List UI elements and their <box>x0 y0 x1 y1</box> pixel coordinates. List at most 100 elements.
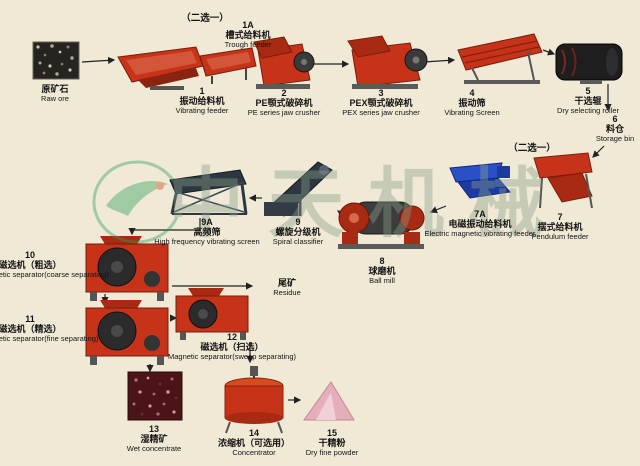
node-name-en: Ball mill <box>369 276 395 286</box>
flow-arrow <box>128 218 201 236</box>
node-name-en: Spiral classifier <box>272 237 324 247</box>
label-magnetic-separator-coarse: 10 磁选机（粗选） Magnetic separator(coarse sep… <box>0 250 109 280</box>
watermark-text: 中天机械 <box>168 162 568 247</box>
node-number: 6 <box>612 114 618 124</box>
node-number: 2 <box>281 88 287 98</box>
node-number: 14 <box>248 428 259 438</box>
node-name-en: Vibrating feeder <box>175 106 229 116</box>
label-vibrating-feeder: 1 振动给料机 Vibrating feeder <box>158 86 246 116</box>
node-name-en: Magnetic separator(fine separating) <box>0 334 99 344</box>
dry-selecting-roller-image <box>555 43 623 84</box>
node-name-cn: 干精粉 <box>318 438 346 449</box>
node-name-cn: PE颚式破碎机 <box>255 98 313 109</box>
node-name-en: Storage bin <box>595 134 635 144</box>
node-number: 5 <box>585 86 591 96</box>
node-number: 8 <box>379 256 385 266</box>
raw-ore-image <box>32 41 80 80</box>
node-name-cn: 磁选机（精选） <box>0 324 62 335</box>
node-number: 1 <box>199 86 205 96</box>
trough-feeder-image <box>199 47 257 84</box>
node-name-en: Dry fine powder <box>305 448 359 458</box>
choose-one-middle: （二选一） <box>508 143 556 154</box>
label-storage-bin: 6 料仓 Storage bin <box>592 114 638 144</box>
node-name-en: Concentrator <box>232 448 276 458</box>
label-residue: 尾矿 Residue <box>256 278 318 297</box>
label-high-frequency-screen: 9A 高频筛 High frequency vibrating screen <box>152 217 262 247</box>
electromagnetic-feeder-image <box>449 162 511 199</box>
node-name-en: PEX series jaw crusher <box>342 108 420 118</box>
logo-swoosh-icon <box>106 180 168 216</box>
wet-concentrate-image <box>127 371 183 421</box>
vibrating-feeder-image <box>117 46 204 90</box>
vibrating-screen-image <box>457 33 543 84</box>
node-number: 7A <box>474 209 486 219</box>
node-name-en: Electric magnetic vibrating feeder <box>424 229 536 239</box>
node-name-cn: 料仓 <box>605 124 624 135</box>
dry-fine-powder-image <box>303 381 355 421</box>
node-name-cn: 湿精矿 <box>140 434 168 445</box>
label-trough-feeder: 1A 槽式给料机 Trough feeder <box>208 20 288 50</box>
ball-mill-image <box>338 201 425 249</box>
label-electromagnetic-feeder: 7A 电磁振动给料机 Electric magnetic vibrating f… <box>418 209 542 239</box>
node-name-cn: 球磨机 <box>368 266 396 277</box>
node-name-cn: 槽式给料机 <box>225 30 271 41</box>
logo-dot-icon <box>156 182 164 190</box>
node-number: 12 <box>226 332 237 342</box>
node-name-en: Dry selecting roller <box>556 106 620 116</box>
flow-arrow <box>429 205 447 214</box>
node-name-en: Magnetic separator(sweep separating) <box>168 352 296 362</box>
label-dry-selecting-roller: 5 干选辊 Dry selecting roller <box>544 86 632 116</box>
magnetic-separator-fine-image <box>85 300 169 365</box>
node-name-en: Raw ore <box>41 93 69 103</box>
node-name-cn: 磁选机（粗选） <box>0 260 62 271</box>
label-dry-fine-powder: 15 干精粉 Dry fine powder <box>290 428 374 458</box>
pendulum-feeder-image <box>533 152 593 209</box>
node-name-cn: 浓缩机（可选用） <box>217 438 290 449</box>
label-wet-concentrate: 13 湿精矿 Wet concentrate <box>110 424 198 454</box>
pex-jaw-crusher-image <box>347 35 428 89</box>
label-pex-jaw-crusher: 3 PEX颚式破碎机 PEX series jaw crusher <box>332 88 430 118</box>
label-magnetic-separator-sweep: 12 磁选机（扫选） Magnetic separator(sweep sepa… <box>158 332 306 362</box>
node-name-en: Pendulum feeder <box>531 232 589 242</box>
node-name-cn: PEX颚式破碎机 <box>349 98 413 109</box>
label-pendulum-feeder: 7 摆式给料机 Pendulum feeder <box>514 212 606 242</box>
node-number: 7 <box>557 212 563 222</box>
node-name-cn: 电磁振动给料机 <box>448 219 512 230</box>
node-name-cn: 振动筛 <box>458 98 486 109</box>
node-name-en: Magnetic separator(coarse separating) <box>0 270 109 280</box>
concentrator-image <box>224 366 284 434</box>
label-spiral-classifier: 9 螺旋分级机 Spiral classifier <box>254 217 342 247</box>
node-name-en: Wet concentrate <box>126 444 182 454</box>
node-name-en: Vibrating Screen <box>444 108 500 118</box>
node-number: 3 <box>378 88 384 98</box>
magnetic-separator-sweep-image <box>175 288 249 340</box>
node-name-en: High frequency vibrating screen <box>154 237 260 247</box>
flow-arrows <box>81 48 612 404</box>
node-number: 4 <box>469 88 475 98</box>
node-name-cn: 磁选机（扫选） <box>200 342 264 353</box>
node-number: 9A <box>201 217 213 227</box>
node-number: 15 <box>326 428 337 438</box>
node-number: 13 <box>148 424 159 434</box>
node-name-cn: 干选辊 <box>574 96 602 107</box>
green-ellipse-bird-logo-icon <box>92 160 182 244</box>
flow-arrow <box>81 56 116 64</box>
node-name-cn: 振动给料机 <box>179 96 225 107</box>
flow-arrow <box>423 56 456 64</box>
label-raw-ore: 原矿石 Raw ore <box>18 84 92 103</box>
node-name-en: Residue <box>273 287 301 297</box>
spiral-classifier-image <box>264 161 333 217</box>
pe-jaw-crusher-image <box>253 36 315 89</box>
node-name-en: Trough feeder <box>224 40 272 50</box>
flow-arrow <box>542 48 556 56</box>
choose-one-top: （二选一） <box>181 13 229 24</box>
magnetic-separator-coarse-image <box>85 236 169 301</box>
node-name-cn: 高频筛 <box>193 227 221 238</box>
high-frequency-screen-image <box>169 169 248 215</box>
node-name-en: PE series jaw crusher <box>247 108 321 118</box>
node-number: 9 <box>295 217 301 227</box>
label-pe-jaw-crusher: 2 PE颚式破碎机 PE series jaw crusher <box>238 88 330 118</box>
node-name-cn: 原矿石 <box>41 84 69 94</box>
